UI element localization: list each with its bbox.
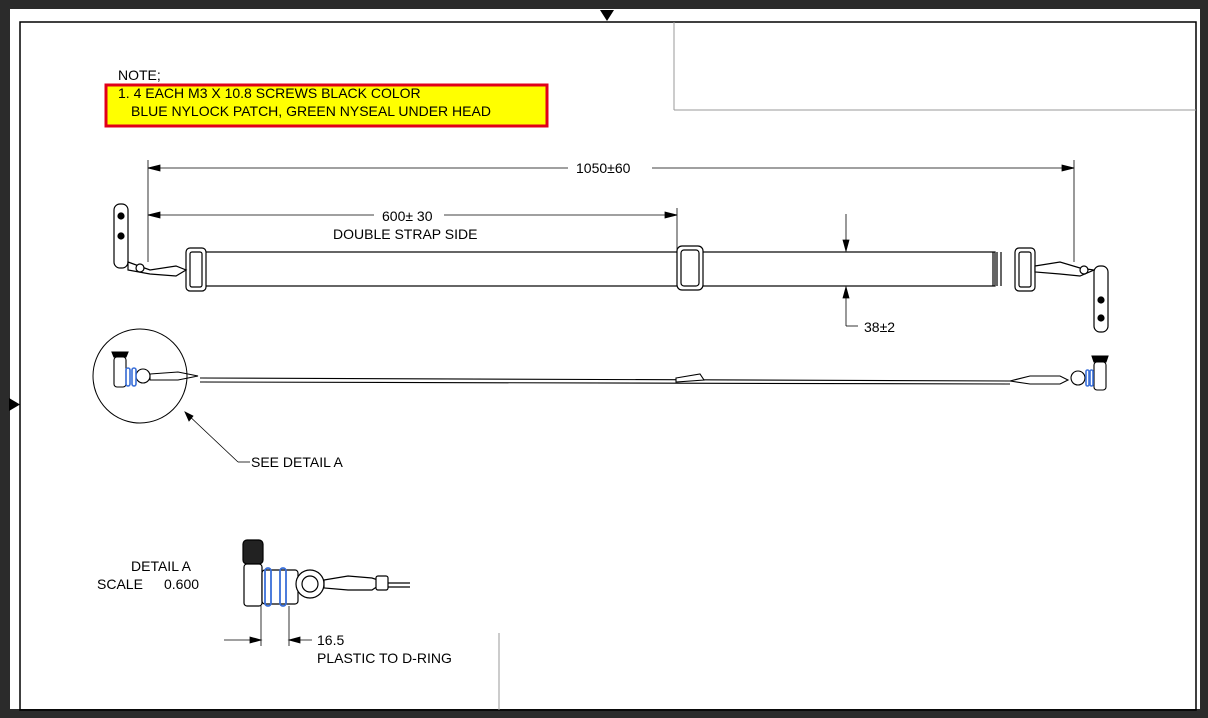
double-strap-length-label: 600± 30	[382, 208, 433, 224]
detail-title: DETAIL A	[131, 558, 192, 574]
see-detail-label: SEE DETAIL A	[251, 454, 343, 470]
detail-o-rings	[264, 567, 287, 607]
overall-length-dimension	[147, 160, 1075, 262]
plastic-to-dring-value: 16.5	[317, 632, 344, 648]
right-clip-hardware	[1034, 261, 1109, 333]
overall-length-label: 1050±60	[576, 160, 631, 176]
note-heading: NOTE;	[118, 67, 161, 83]
note-line-2: BLUE NYLOCK PATCH, GREEN NYSEAL UNDER HE…	[131, 103, 491, 119]
left-clip-hardware	[113, 203, 188, 277]
note-highlight	[104, 83, 549, 128]
strap-side-view	[111, 351, 1109, 391]
drawing-border	[19, 21, 1197, 711]
detail-scale-label: SCALE	[97, 576, 143, 592]
strap-width-label: 38±2	[864, 319, 895, 335]
plastic-to-dring-label: PLASTIC TO D-RING	[317, 650, 452, 666]
double-strap-dimension	[147, 208, 678, 250]
double-strap-side-label: DOUBLE STRAP SIDE	[333, 226, 477, 242]
detail-leader	[184, 411, 250, 463]
side-view-o-rings	[125, 367, 1094, 387]
note-line-1: 1. 4 EACH M3 X 10.8 SCREWS BLACK COLOR	[118, 85, 421, 101]
detail-scale-value: 0.600	[164, 576, 199, 592]
title-block	[498, 22, 1196, 710]
strap-top-view	[185, 245, 1036, 292]
top-center-marker	[600, 10, 614, 21]
strap-width-dimension	[842, 214, 858, 327]
left-center-marker	[9, 398, 20, 411]
plastic-to-dring-dimension	[224, 606, 312, 646]
detail-circle	[92, 328, 188, 424]
